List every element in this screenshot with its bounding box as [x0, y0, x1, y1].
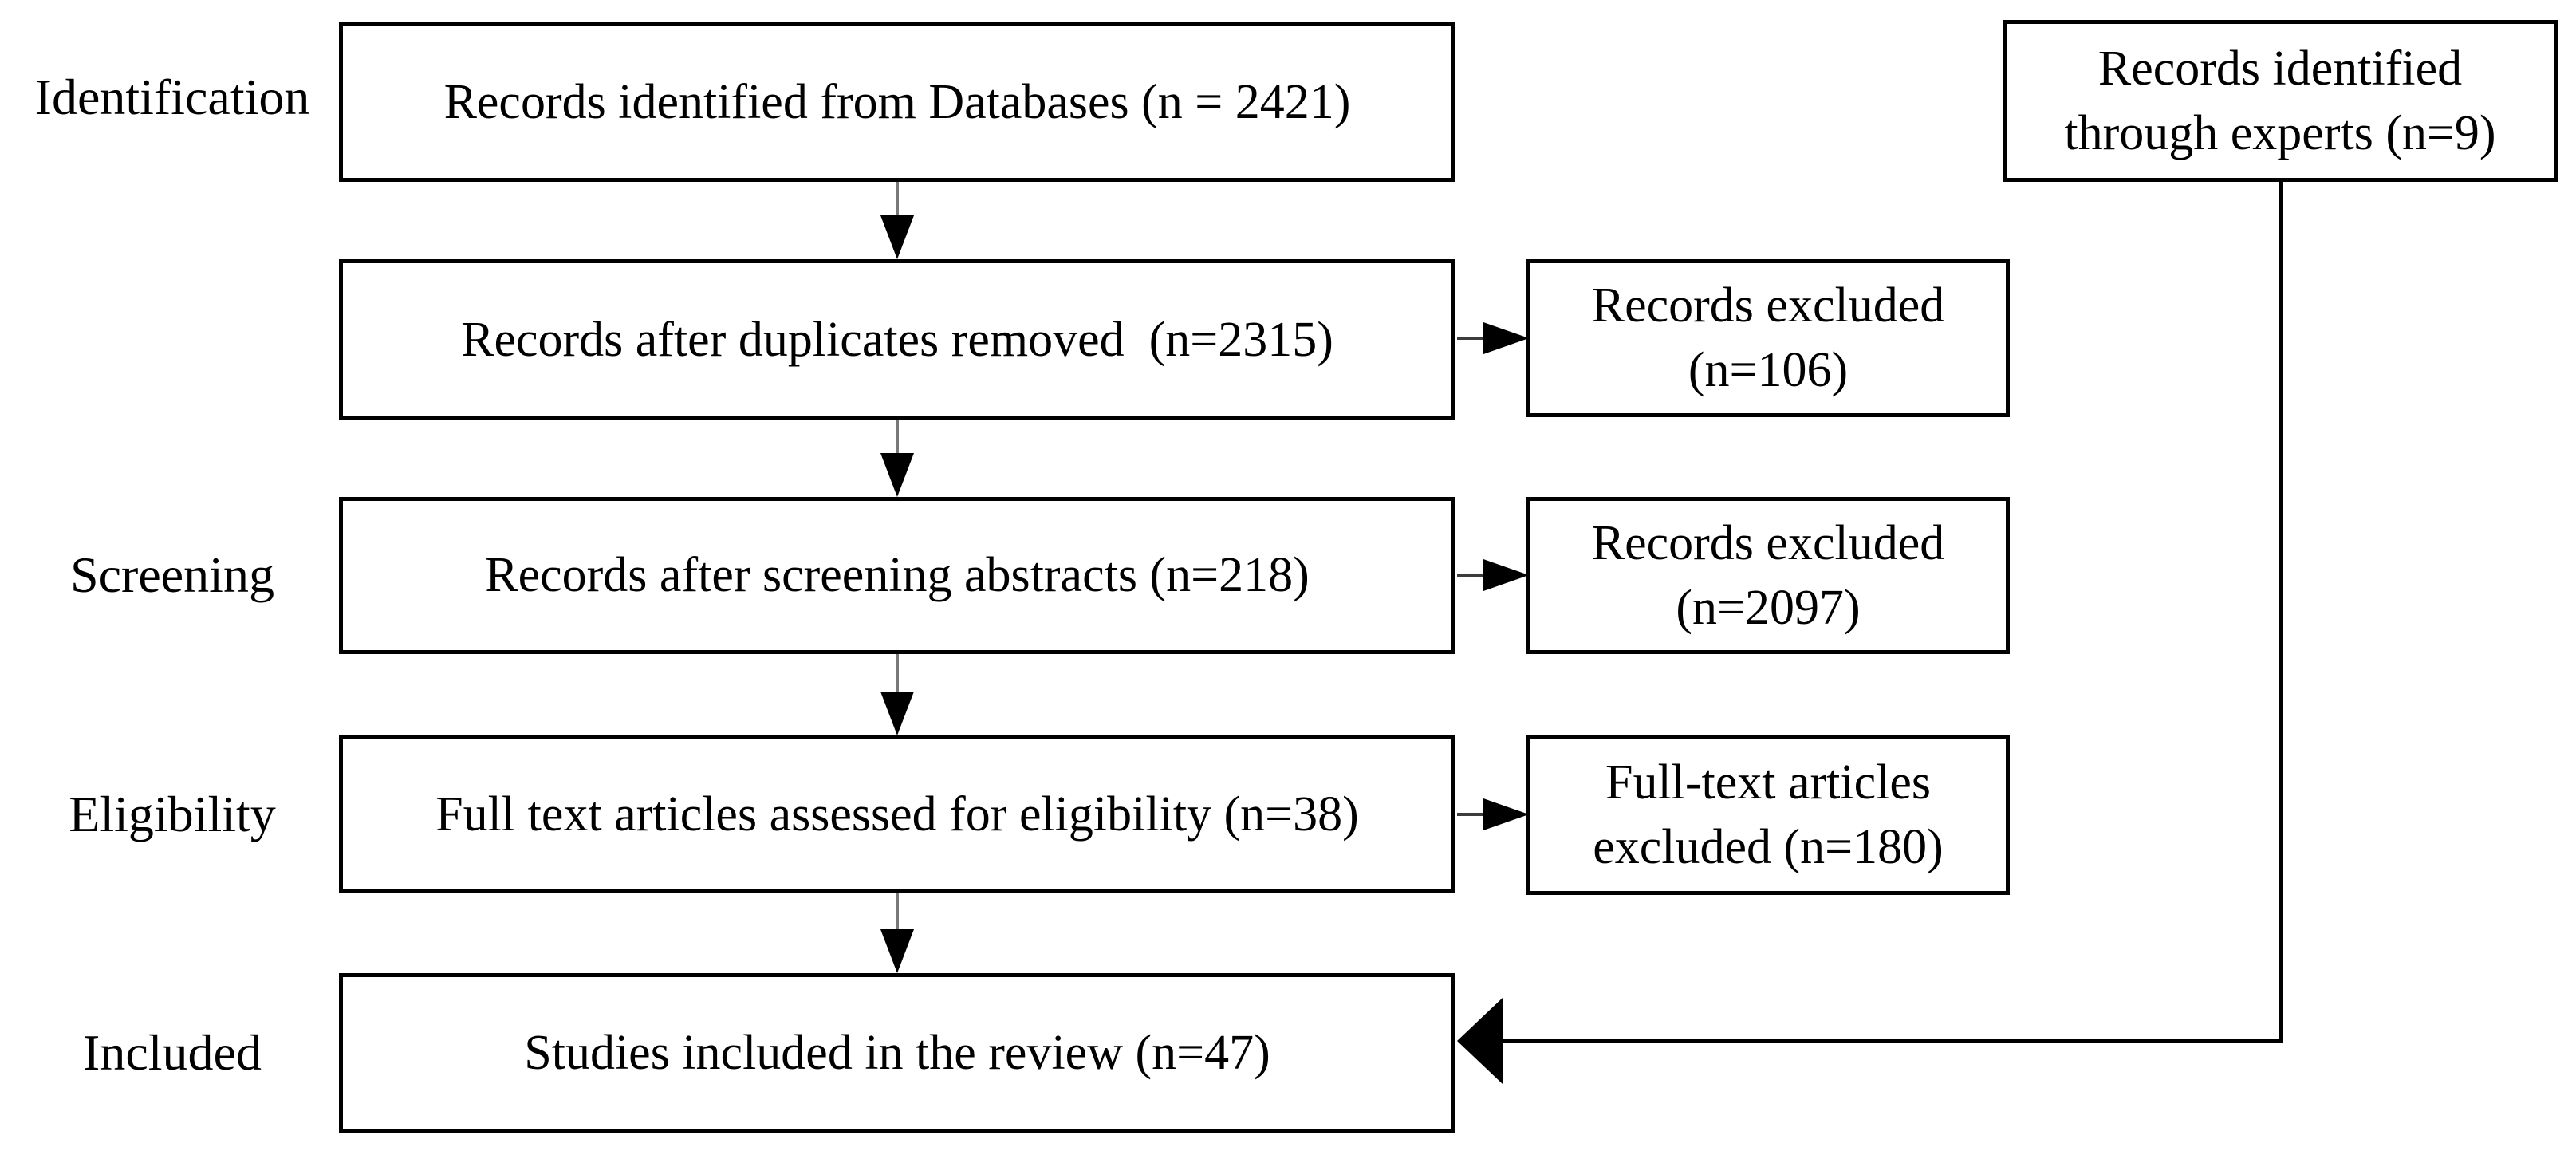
arrow-down-1-head [880, 215, 914, 259]
box-abstracts-screened: Records after screening abstracts (n=218… [339, 497, 1455, 654]
experts-count: through experts (n=9) [2064, 105, 2496, 160]
arrow-down-3-line [896, 654, 899, 696]
arrow-right-3-line [1457, 813, 1491, 816]
box-records-excluded-abstracts: Records excluded (n=2097) [1526, 497, 2010, 654]
arrow-right-1-line [1457, 337, 1491, 340]
excluded-count: excluded (n=180) [1593, 820, 1944, 874]
stage-label-screening: Screening [70, 546, 274, 603]
stage-label-eligibility: Eligibility [69, 786, 276, 842]
excluded-line: Full-text articles [1605, 755, 1932, 810]
arrow-down-4-line [896, 893, 899, 933]
arrow-down-1-line [896, 182, 899, 220]
experts-elbow-vertical-line [2279, 182, 2283, 1042]
excluded-count: (n=106) [1688, 343, 1849, 397]
box-records-excluded-duplicates: Records excluded (n=106) [1526, 259, 2010, 417]
box-fulltext-excluded: Full-text articles excluded (n=180) [1526, 735, 2010, 895]
arrow-down-3-head [880, 692, 914, 735]
excluded-line: Records excluded [1591, 515, 1945, 570]
box-duplicates-removed: Records after duplicates removed (n=2315… [339, 259, 1455, 420]
box-experts-identified: Records identified through experts (n=9) [2003, 20, 2558, 182]
experts-elbow-arrow-head [1457, 998, 1503, 1084]
arrow-right-3-head [1483, 798, 1529, 830]
excluded-count: (n=2097) [1676, 580, 1861, 635]
box-studies-included: Studies included in the review (n=47) [339, 973, 1455, 1133]
arrow-right-2-line [1457, 574, 1491, 577]
arrow-down-2-head [880, 453, 914, 497]
stage-label-included: Included [83, 1024, 262, 1081]
arrow-right-2-head [1483, 559, 1529, 591]
experts-line: Records identified [2097, 41, 2463, 96]
arrow-right-1-head [1483, 322, 1529, 354]
experts-elbow-horizontal-line [1499, 1039, 2283, 1043]
arrow-down-4-head [880, 929, 914, 973]
excluded-line: Records excluded [1591, 278, 1945, 333]
box-records-identified: Records identified from Databases (n = 2… [339, 22, 1455, 182]
box-fulltext-assessed: Full text articles assessed for eligibil… [339, 735, 1455, 893]
stage-label-identification: Identification [34, 69, 310, 125]
arrow-down-2-line [896, 420, 899, 457]
